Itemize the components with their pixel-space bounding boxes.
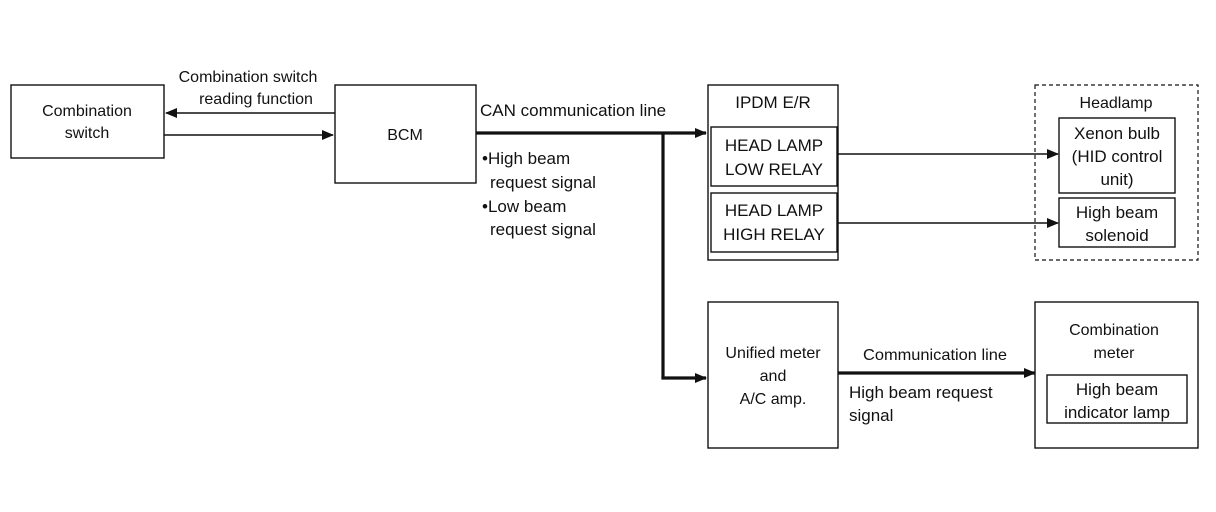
unified-meter-node: Unified meter and A/C amp. bbox=[707, 301, 839, 449]
combination-meter-title-1: Combination bbox=[1069, 322, 1159, 339]
can-line-label: CAN communication line bbox=[480, 101, 666, 120]
combination-switch-label-1: Combination bbox=[42, 103, 132, 120]
xenon-bulb-label-1: Xenon bulb bbox=[1074, 124, 1160, 143]
switch-reading-label-1: Combination switch bbox=[179, 69, 318, 86]
ipdm-title: IPDM E/R bbox=[735, 93, 811, 112]
connections bbox=[164, 108, 1059, 383]
head-lamp-high-relay bbox=[710, 192, 838, 253]
comm-line-label: Communication line bbox=[863, 347, 1007, 364]
annotations: Combination switch reading function CAN … bbox=[179, 69, 1007, 425]
xenon-bulb bbox=[1058, 117, 1176, 194]
combination-meter-node: Combination meter High beam indicator la… bbox=[1034, 301, 1199, 449]
headlamp-node: Headlamp Xenon bulb (HID control unit) H… bbox=[1034, 84, 1199, 261]
bcm-node: BCM bbox=[334, 84, 477, 184]
xenon-bulb-label-2: (HID control bbox=[1072, 147, 1163, 166]
high-relay-label-1: HEAD LAMP bbox=[725, 201, 823, 220]
bcm-signal-label-4: request signal bbox=[490, 220, 596, 239]
bcm-signal-label-3: •Low beam bbox=[482, 197, 566, 216]
unified-meter-label-2: and bbox=[760, 368, 787, 385]
high-beam-solenoid bbox=[1058, 197, 1176, 248]
low-relay-label-2: LOW RELAY bbox=[725, 160, 823, 179]
low-relay-label-1: HEAD LAMP bbox=[725, 136, 823, 155]
solenoid-label-1: High beam bbox=[1076, 203, 1158, 222]
unified-meter-label-1: Unified meter bbox=[725, 345, 821, 362]
unified-meter-label-3: A/C amp. bbox=[740, 391, 807, 408]
combination-switch-node: Combination switch bbox=[10, 84, 165, 159]
head-lamp-low-relay bbox=[710, 126, 838, 187]
indicator-label-1: High beam bbox=[1076, 380, 1158, 399]
solenoid-label-2: solenoid bbox=[1085, 226, 1148, 245]
combination-switch-label-2: switch bbox=[65, 125, 109, 142]
high-beam-indicator-lamp bbox=[1046, 374, 1188, 424]
meter-signal-label-2: signal bbox=[849, 406, 893, 425]
bcm-signal-label-2: request signal bbox=[490, 173, 596, 192]
xenon-bulb-label-3: unit) bbox=[1100, 170, 1133, 189]
ipdm-node: IPDM E/R HEAD LAMP LOW RELAY HEAD LAMP H… bbox=[707, 84, 839, 261]
indicator-label-2: indicator lamp bbox=[1064, 403, 1170, 422]
bcm-label: BCM bbox=[387, 127, 423, 144]
switch-reading-label-2: reading function bbox=[199, 91, 313, 108]
combination-meter-title-2: meter bbox=[1094, 345, 1136, 362]
headlamp-title: Headlamp bbox=[1080, 95, 1153, 112]
high-relay-label-2: HIGH RELAY bbox=[723, 225, 825, 244]
bcm-signal-label-1: •High beam bbox=[482, 149, 570, 168]
meter-signal-label-1: High beam request bbox=[849, 383, 993, 402]
